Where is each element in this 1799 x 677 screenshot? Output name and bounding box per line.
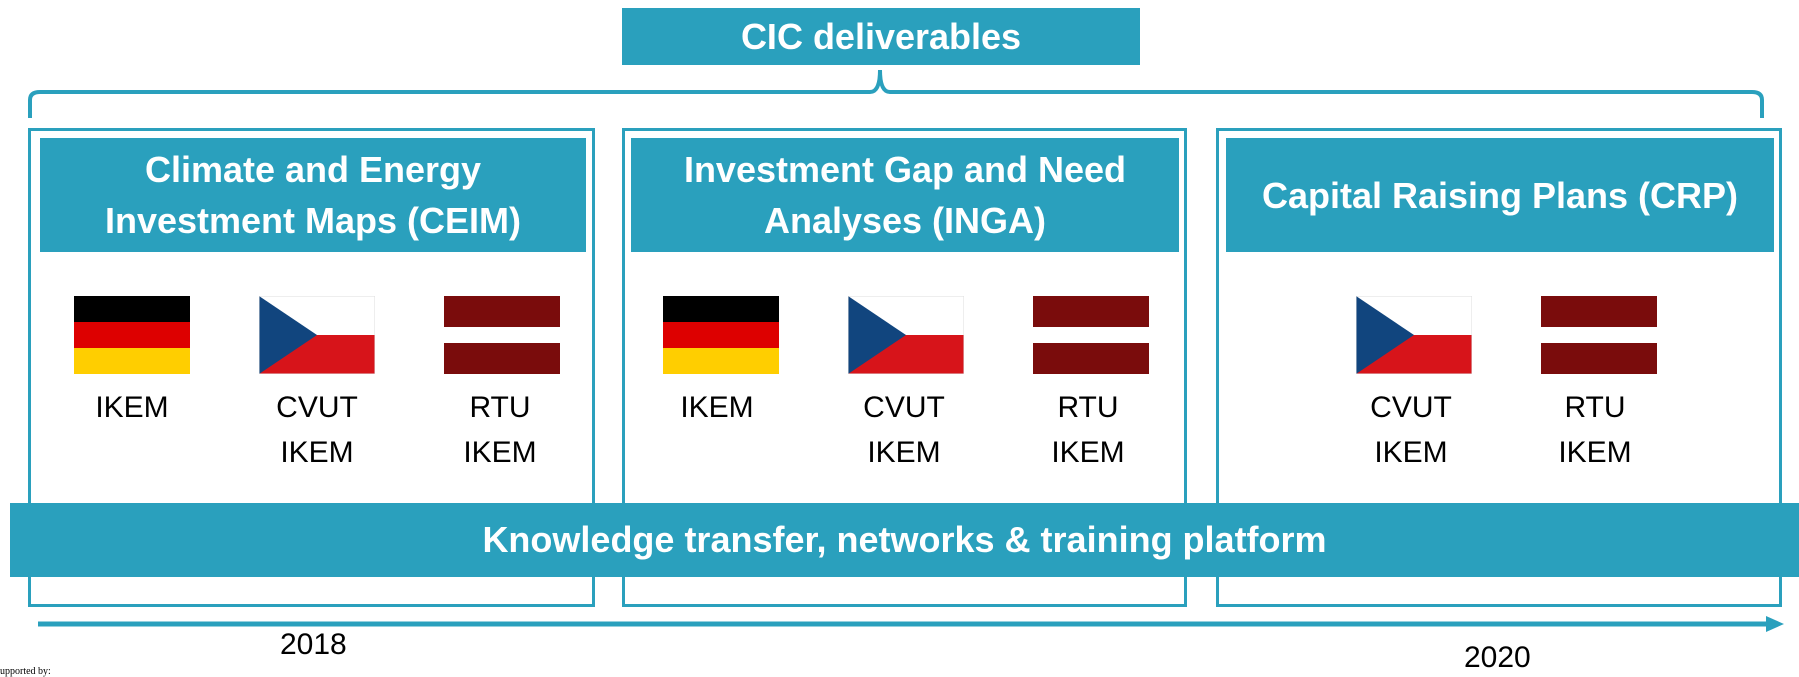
partner-label: IKEM: [57, 385, 207, 430]
partner-line1: CVUT: [863, 391, 945, 424]
column-heading-line2: Analyses (INGA): [763, 200, 1047, 241]
partner-label: RTU IKEM: [1520, 385, 1670, 475]
partner-line2: IKEM: [1051, 436, 1125, 469]
column-frame-crp: [1216, 128, 1782, 607]
column-heading-inga: Investment Gap and Need Analyses (INGA): [631, 138, 1179, 252]
supported-by-note: upported by:: [0, 666, 51, 677]
partner-line1: RTU: [1057, 391, 1119, 424]
partner-line1: IKEM: [680, 391, 754, 424]
platform-banner: Knowledge transfer, networks & training …: [10, 503, 1799, 577]
diagram-title: CIC deliverables: [622, 8, 1140, 65]
latvia-flag-icon: [1541, 296, 1657, 374]
column-heading-line1: Climate and Energy: [144, 149, 482, 190]
partner-label: IKEM: [642, 385, 792, 430]
column-frame-inga: [622, 128, 1187, 607]
column-heading-line1: Capital Raising Plans (CRP): [1261, 174, 1739, 216]
germany-flag-icon: [74, 296, 190, 374]
czech-flag-icon: [848, 296, 964, 374]
column-heading-crp: Capital Raising Plans (CRP): [1226, 138, 1774, 252]
partner-line1: RTU: [1564, 391, 1626, 424]
partner-line1: RTU: [469, 391, 531, 424]
partner-label: CVUT IKEM: [829, 385, 979, 475]
timeline-end-year: 2020: [1464, 641, 1531, 674]
czech-flag-icon: [1356, 296, 1472, 374]
partner-label: CVUT IKEM: [1336, 385, 1486, 475]
timeline-arrowhead: [1766, 616, 1784, 632]
partner-line2: IKEM: [867, 436, 941, 469]
latvia-flag-icon: [1033, 296, 1149, 374]
partner-line1: CVUT: [276, 391, 358, 424]
column-heading-line1: Investment Gap and Need: [683, 149, 1127, 190]
partner-label: CVUT IKEM: [242, 385, 392, 475]
partner-line2: IKEM: [463, 436, 537, 469]
partner-label: RTU IKEM: [1013, 385, 1163, 475]
partner-label: RTU IKEM: [425, 385, 575, 475]
column-heading-ceim: Climate and Energy Investment Maps (CEIM…: [40, 138, 586, 252]
czech-flag-icon: [259, 296, 375, 374]
partner-line1: IKEM: [95, 391, 169, 424]
latvia-flag-icon: [444, 296, 560, 374]
partner-line2: IKEM: [280, 436, 354, 469]
partner-line1: CVUT: [1370, 391, 1452, 424]
column-heading-line2: Investment Maps (CEIM): [104, 200, 522, 241]
partner-line2: IKEM: [1374, 436, 1448, 469]
column-frame-ceim: [28, 128, 595, 607]
partner-line2: IKEM: [1558, 436, 1632, 469]
top-brace: [28, 69, 1764, 118]
germany-flag-icon: [663, 296, 779, 374]
timeline-start-year: 2018: [280, 628, 347, 661]
